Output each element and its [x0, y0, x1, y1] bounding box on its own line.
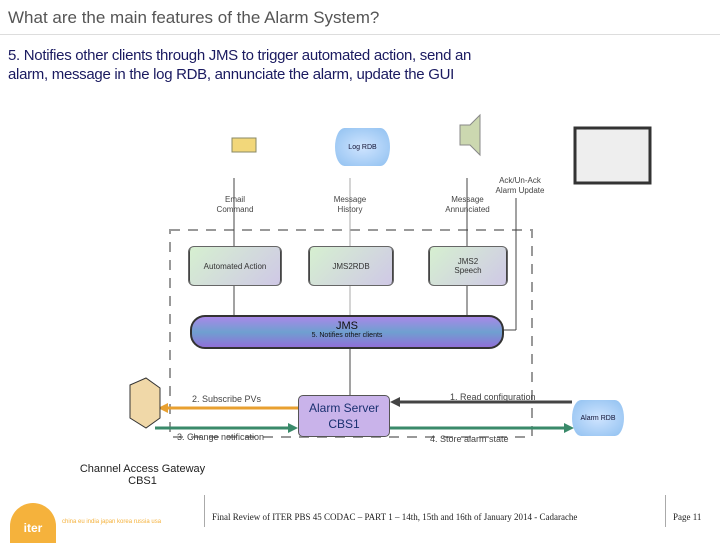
- slide-title: What are the main features of the Alarm …: [8, 8, 380, 27]
- store-label: 4. Store alarm state: [430, 434, 509, 444]
- title-divider: [0, 34, 720, 35]
- partners-text: china eu india japan korea russia usa: [62, 519, 162, 525]
- footer-text: Final Review of ITER PBS 45 CODAC – PART…: [212, 512, 578, 522]
- change-label: 3. Change notification: [177, 432, 265, 442]
- automated-action-box: Automated Action: [188, 246, 282, 286]
- iter-logo: iter: [10, 503, 56, 543]
- footer-divider: [204, 495, 205, 527]
- footer-divider-2: [665, 495, 666, 527]
- step-text-line2: alarm, message in the log RDB, annunciat…: [8, 66, 454, 83]
- alarm-rdb: Alarm RDB: [572, 400, 624, 436]
- page-number: Page 11: [673, 512, 702, 522]
- subscribe-label: 2. Subscribe PVs: [192, 394, 262, 404]
- read-config-label: 1. Read configuration: [450, 392, 536, 402]
- jms2rdb-box: JMS2RDB: [308, 246, 394, 286]
- footer: iter china eu india japan korea russia u…: [0, 495, 720, 543]
- log-rdb: Log RDB: [335, 128, 390, 166]
- step-text-line1: 5. Notifies other clients through JMS to…: [8, 47, 472, 64]
